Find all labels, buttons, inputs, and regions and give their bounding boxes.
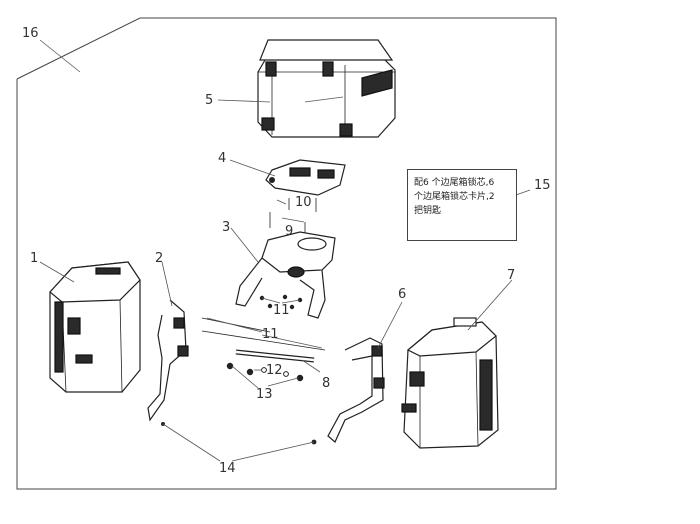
note-line-2: 个边尾箱锁芯卡片,2 xyxy=(414,192,495,202)
callout-13: 13 xyxy=(256,387,273,402)
callout-6: 6 xyxy=(398,287,406,302)
top-plate-part xyxy=(265,159,346,196)
right-side-case-part xyxy=(401,317,499,449)
left-bracket-part xyxy=(147,299,189,426)
lock-note-box: 配6 个边尾箱锁芯,6 个边尾箱锁芯卡片,2 把钥匙 xyxy=(407,169,517,241)
nuts-13 xyxy=(226,362,304,382)
crossbar-8 xyxy=(235,349,315,363)
left-side-case-part xyxy=(49,261,141,393)
callout-16: 16 xyxy=(22,26,39,41)
right-bracket-part xyxy=(311,337,385,445)
callout-7: 7 xyxy=(507,268,515,283)
callout-11-upper: 11 xyxy=(273,303,290,318)
top-case-part xyxy=(257,39,396,138)
callout-8: 8 xyxy=(322,376,330,391)
callout-1: 1 xyxy=(30,251,38,266)
callout-11-lower: 11 xyxy=(262,327,279,342)
note-line-3: 把钥匙 xyxy=(414,206,442,216)
callout-15: 15 xyxy=(534,178,551,193)
callout-3: 3 xyxy=(222,220,230,235)
callout-10: 10 xyxy=(295,195,312,210)
callout-labels: 16 5 4 10 3 9 1 2 11 11 8 12 13 6 7 14 1… xyxy=(22,26,551,476)
callout-12: 12 xyxy=(266,363,283,378)
package-outline xyxy=(16,17,557,490)
note-line-1: 配6 个边尾箱锁芯,6 xyxy=(414,178,495,188)
callout-5: 5 xyxy=(205,93,213,108)
callout-9: 9 xyxy=(285,224,293,239)
screws-10 xyxy=(288,198,317,212)
callout-2: 2 xyxy=(155,251,163,266)
callout-4: 4 xyxy=(218,151,226,166)
rear-rack-part xyxy=(235,231,336,319)
callout-14: 14 xyxy=(219,461,236,476)
